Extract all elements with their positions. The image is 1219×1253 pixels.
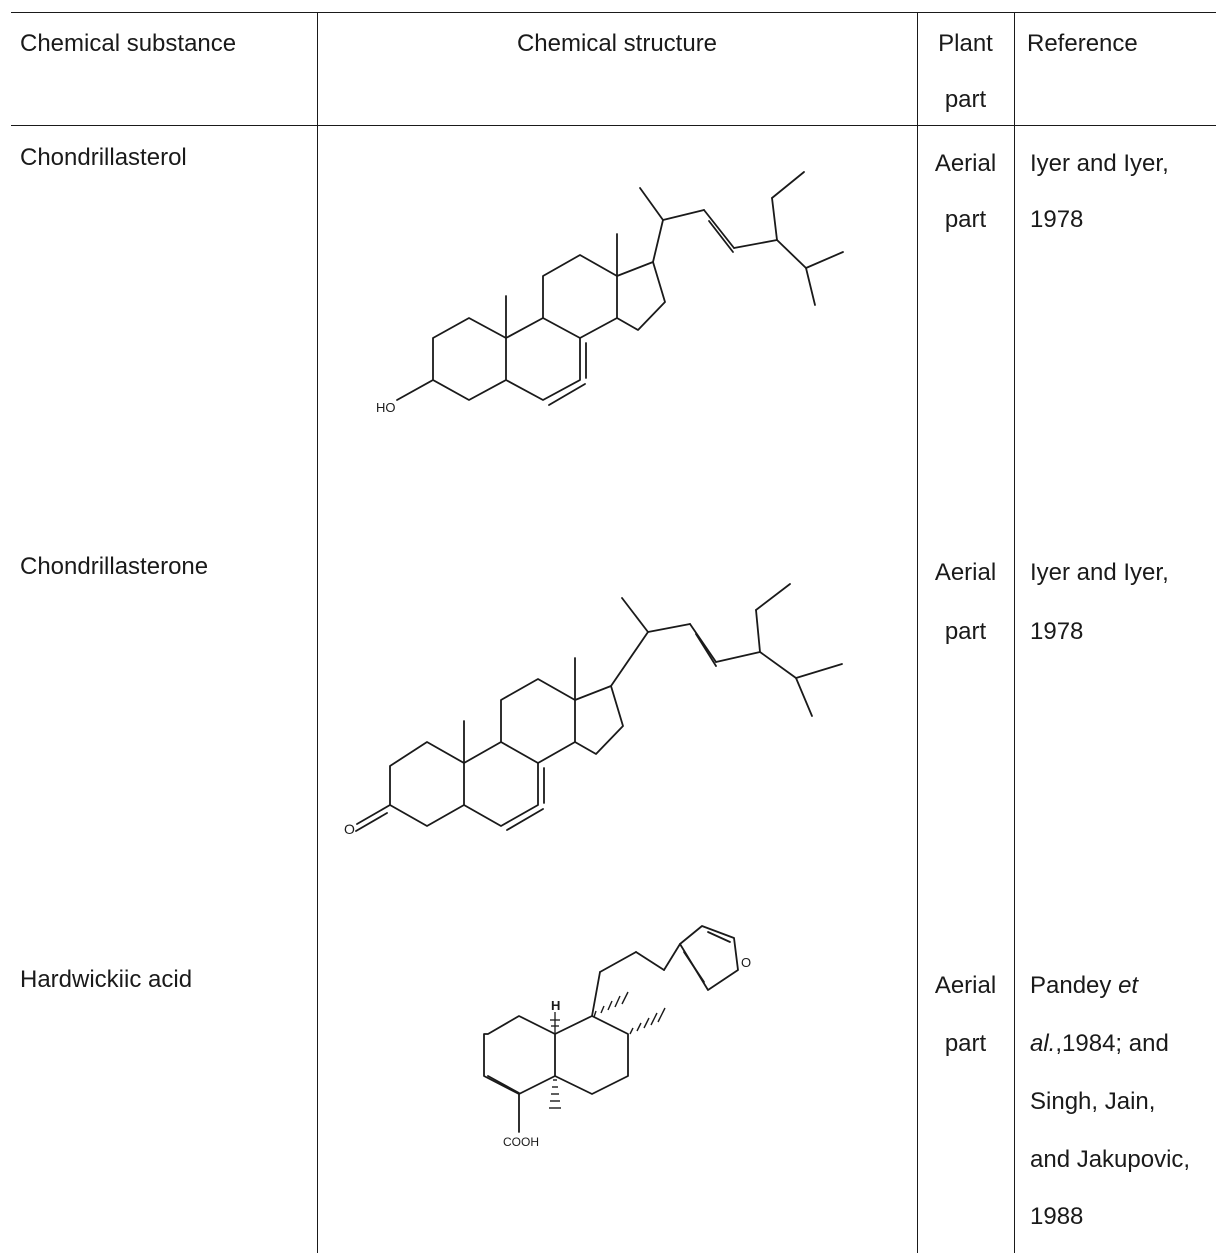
row1-reference-line1: Iyer and Iyer, xyxy=(1030,150,1169,177)
column-divider-2 xyxy=(917,12,918,1253)
column-divider-3 xyxy=(1014,12,1015,1253)
row2-plant-part-line2: part xyxy=(944,618,987,645)
row3-substance: Hardwickiic acid xyxy=(20,966,193,993)
row3-plant-part-line2: part xyxy=(944,1030,987,1057)
row2-substance: Chondrillasterone xyxy=(20,553,209,580)
row1-plant-part-line2: part xyxy=(944,206,987,233)
compound-table: Chemical substance Chemical structure Pl… xyxy=(11,12,1216,1253)
row1-reference-line2: 1978 xyxy=(1030,206,1084,233)
row3-plant-part-line1: Aerial xyxy=(934,972,997,999)
row3-reference-line3: Singh, Jain, xyxy=(1030,1088,1156,1115)
table-top-border xyxy=(11,12,1216,13)
row3-reference-line1-a: Pandey xyxy=(1030,972,1119,999)
row1-substance: Chondrillasterol xyxy=(20,144,187,171)
row2-reference-line1: Iyer and Iyer, xyxy=(1030,559,1169,586)
row3-reference-line4: and Jakupovic, xyxy=(1030,1146,1191,1173)
row1-plant-part-line1: Aerial xyxy=(934,150,997,177)
header-chemical-substance: Chemical substance xyxy=(20,30,237,57)
row3-reference-line1-b: et xyxy=(1118,972,1139,999)
column-divider-1 xyxy=(317,12,318,1253)
header-plant-part-line1: Plant xyxy=(938,30,993,57)
row3-reference-line2-a: al. xyxy=(1030,1030,1056,1057)
row3-reference-line2: al.,1984; and xyxy=(1030,1032,1169,1056)
row2-plant-part-line1: Aerial xyxy=(934,559,997,586)
header-reference: Reference xyxy=(1027,30,1138,57)
row3-reference-line5: 1988 xyxy=(1030,1203,1084,1230)
header-chemical-structure: Chemical structure xyxy=(516,30,718,57)
row3-reference-line2-b: ,1984; and xyxy=(1055,1030,1169,1057)
header-bottom-border xyxy=(11,125,1216,126)
row3-reference-line1: Pandey et xyxy=(1030,974,1138,998)
header-plant-part-line2: part xyxy=(944,86,987,113)
row2-reference-line2: 1978 xyxy=(1030,618,1084,645)
